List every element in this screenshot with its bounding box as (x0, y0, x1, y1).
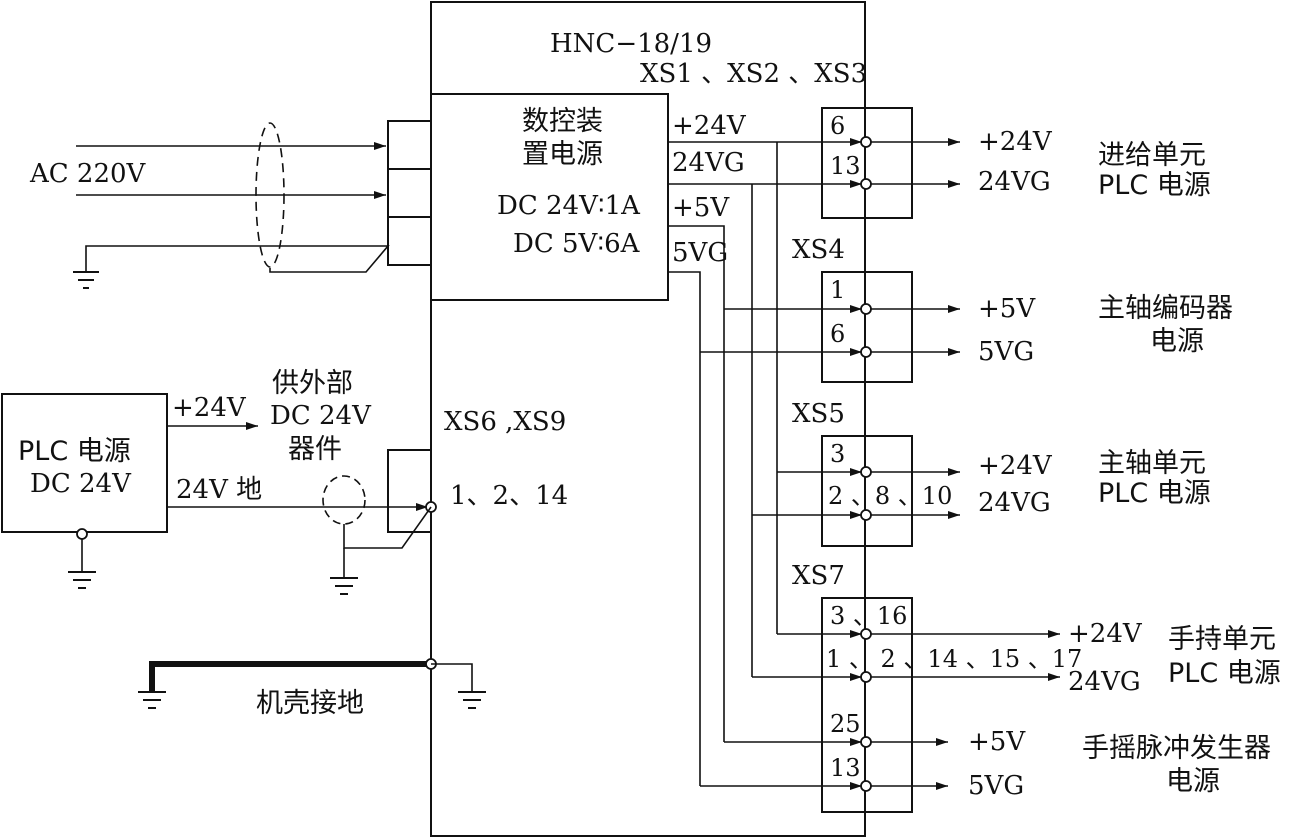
load-description: 手摇脉冲发生器 (1082, 733, 1271, 764)
psu-rating-5v: DC 5V∶6A (513, 229, 641, 259)
external-line2: DC 24V (270, 401, 372, 431)
xs6-label: XS6 ,XS9 (444, 407, 566, 437)
pin-label: 25 (830, 710, 861, 738)
connector-xs6-box (387, 449, 432, 533)
controller-box (430, 1, 866, 837)
terminal-dot (860, 509, 872, 521)
pin-label: 1 、 2 、14 、15 、17 (826, 645, 1082, 673)
ground-icon (138, 691, 166, 709)
xs6-pins: 1、2、14 (450, 481, 568, 511)
connector-xs5-box (821, 435, 913, 547)
plc-out-gnd: 24V 地 (176, 475, 262, 505)
pin-label: 1 (830, 276, 845, 304)
rail-p5-vertical (668, 225, 725, 742)
psu-title-line2: 置电源 (522, 139, 603, 170)
chassis-ground-label: 机壳接地 (256, 688, 364, 719)
ac-ground-wire (85, 245, 390, 273)
output-label: 5VG (968, 771, 1024, 801)
plc-out-p24: +24V (172, 393, 247, 423)
psu-out-24vg: 24VG (672, 148, 745, 178)
connector-xs7-box (821, 597, 913, 813)
rail-5vg-vertical (668, 271, 701, 786)
ground-icon (458, 691, 486, 709)
shield-ellipse-plc (322, 475, 366, 525)
terminal-dot (860, 671, 872, 683)
psu-rating-24v: DC 24V∶1A (497, 191, 641, 221)
pin-label: 2 、8 、10 (828, 482, 952, 510)
terminal-dot (860, 780, 872, 792)
terminal-dot (860, 736, 872, 748)
load-description: 手持单元 (1168, 624, 1276, 655)
output-label: 24VG (978, 488, 1051, 518)
terminal-dot (860, 466, 872, 478)
controller-model: HNC−18/19 (550, 29, 712, 59)
output-label: +24V (1068, 619, 1143, 649)
xs4-label: XS4 (792, 235, 845, 265)
load-description: PLC 电源 (1098, 478, 1211, 509)
pin-label: 6 (830, 112, 845, 140)
external-line1: 供外部 (272, 368, 353, 399)
load-description: 主轴编码器 (1098, 293, 1233, 324)
load-description: 主轴单元 (1098, 448, 1206, 479)
output-label: 5VG (978, 337, 1034, 367)
ground-icon (73, 271, 99, 289)
pin-label: 13 (830, 152, 861, 180)
load-description: PLC 电源 (1168, 658, 1281, 689)
plc-supply-line1: PLC 电源 (18, 436, 131, 467)
output-label: +5V (968, 727, 1026, 757)
pin-label: 13 (830, 754, 861, 782)
ac-terminal-block (387, 120, 432, 266)
output-label: +5V (978, 294, 1036, 324)
psu-out-p24: +24V (672, 111, 747, 141)
xs6-shield-wire (343, 506, 432, 549)
chassis-ground-bar (149, 661, 431, 692)
pin-label: 3 (830, 440, 845, 468)
ground-icon (68, 571, 96, 589)
shield-ellipse-ac (255, 122, 285, 268)
terminal-dot (76, 528, 88, 540)
psu-title-line1: 数控装 (522, 106, 603, 137)
xs5-label: XS5 (792, 399, 845, 429)
terminal-dot (860, 628, 872, 640)
psu-out-5vg: 5VG (672, 238, 728, 268)
output-label: 24VG (978, 167, 1051, 197)
terminal-dot (860, 178, 872, 190)
pin-label: 6 (830, 320, 845, 348)
controller-connectors: XS1 、XS2 、XS3 (640, 59, 867, 89)
chassis-ground-lead (431, 663, 473, 692)
output-label: +24V (978, 127, 1053, 157)
output-label: +24V (978, 451, 1053, 481)
pin-label: 3 、16 (830, 602, 907, 630)
load-description: PLC 电源 (1098, 170, 1211, 201)
xs7-label: XS7 (792, 561, 845, 591)
load-description: 电源 (1150, 326, 1204, 357)
ac-input-label: AC 220V (29, 159, 147, 189)
psu-out-p5: +5V (672, 193, 730, 223)
ground-icon (330, 577, 358, 595)
external-line3: 器件 (288, 434, 342, 465)
terminal-dot (860, 303, 872, 315)
output-label: 24VG (1068, 667, 1141, 697)
terminal-dot (860, 346, 872, 358)
load-description: 电源 (1166, 766, 1220, 797)
terminal-dot (860, 136, 872, 148)
load-description: 进给单元 (1098, 140, 1206, 171)
connector-xs1-box (821, 107, 913, 219)
connector-xs4-box (821, 271, 913, 383)
plc-supply-line2: DC 24V (30, 469, 132, 499)
